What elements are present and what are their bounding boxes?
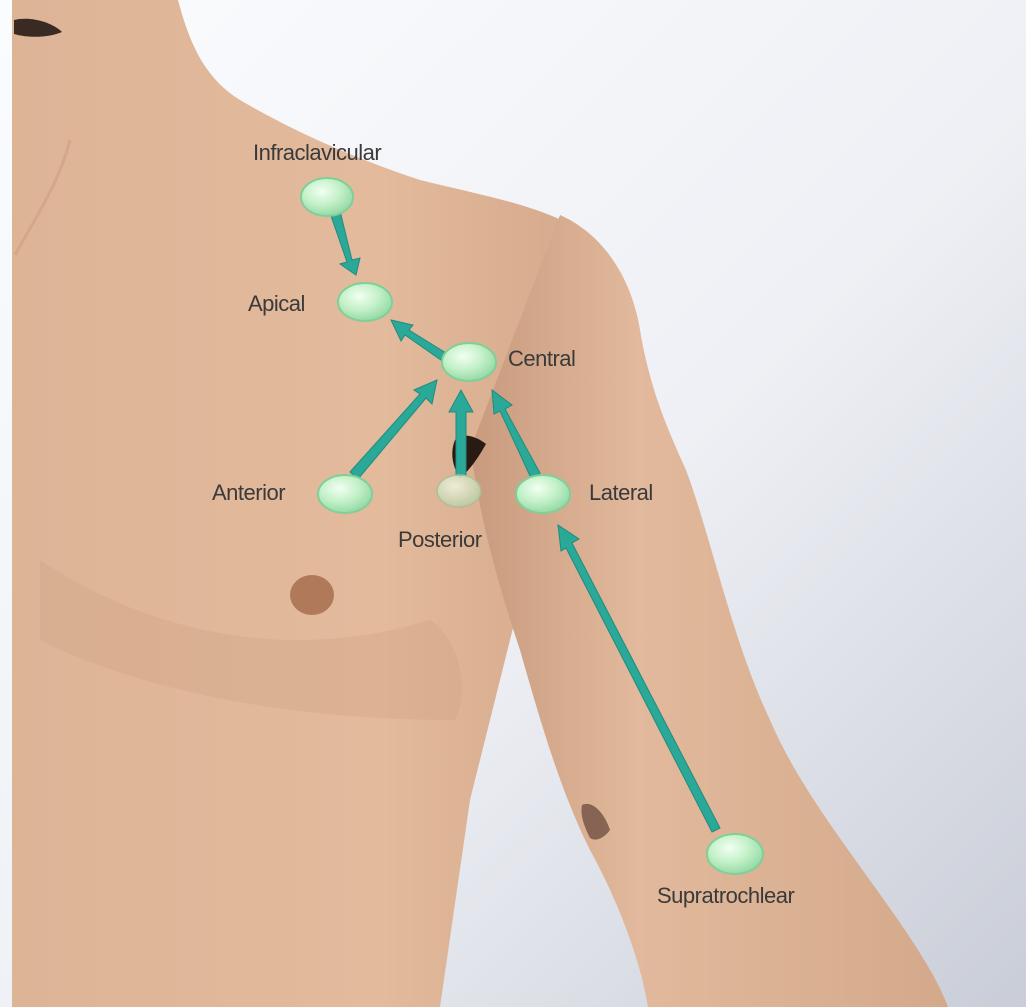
node-central [442,343,496,381]
label-lateral: Lateral [589,480,653,505]
node-anterior [318,475,372,513]
label-infraclavicular: Infraclavicular [253,140,381,165]
node-infraclavicular [301,178,353,216]
label-apical: Apical [248,291,305,316]
node-lateral [516,475,570,513]
node-supratrochlear [707,834,763,874]
label-posterior: Posterior [398,527,482,552]
label-anterior: Anterior [212,480,285,505]
node-posterior [437,475,481,507]
node-apical [338,283,392,321]
nipple [290,575,334,615]
label-central: Central [508,346,575,371]
label-supratrochlear: Supratrochlear [657,883,794,908]
